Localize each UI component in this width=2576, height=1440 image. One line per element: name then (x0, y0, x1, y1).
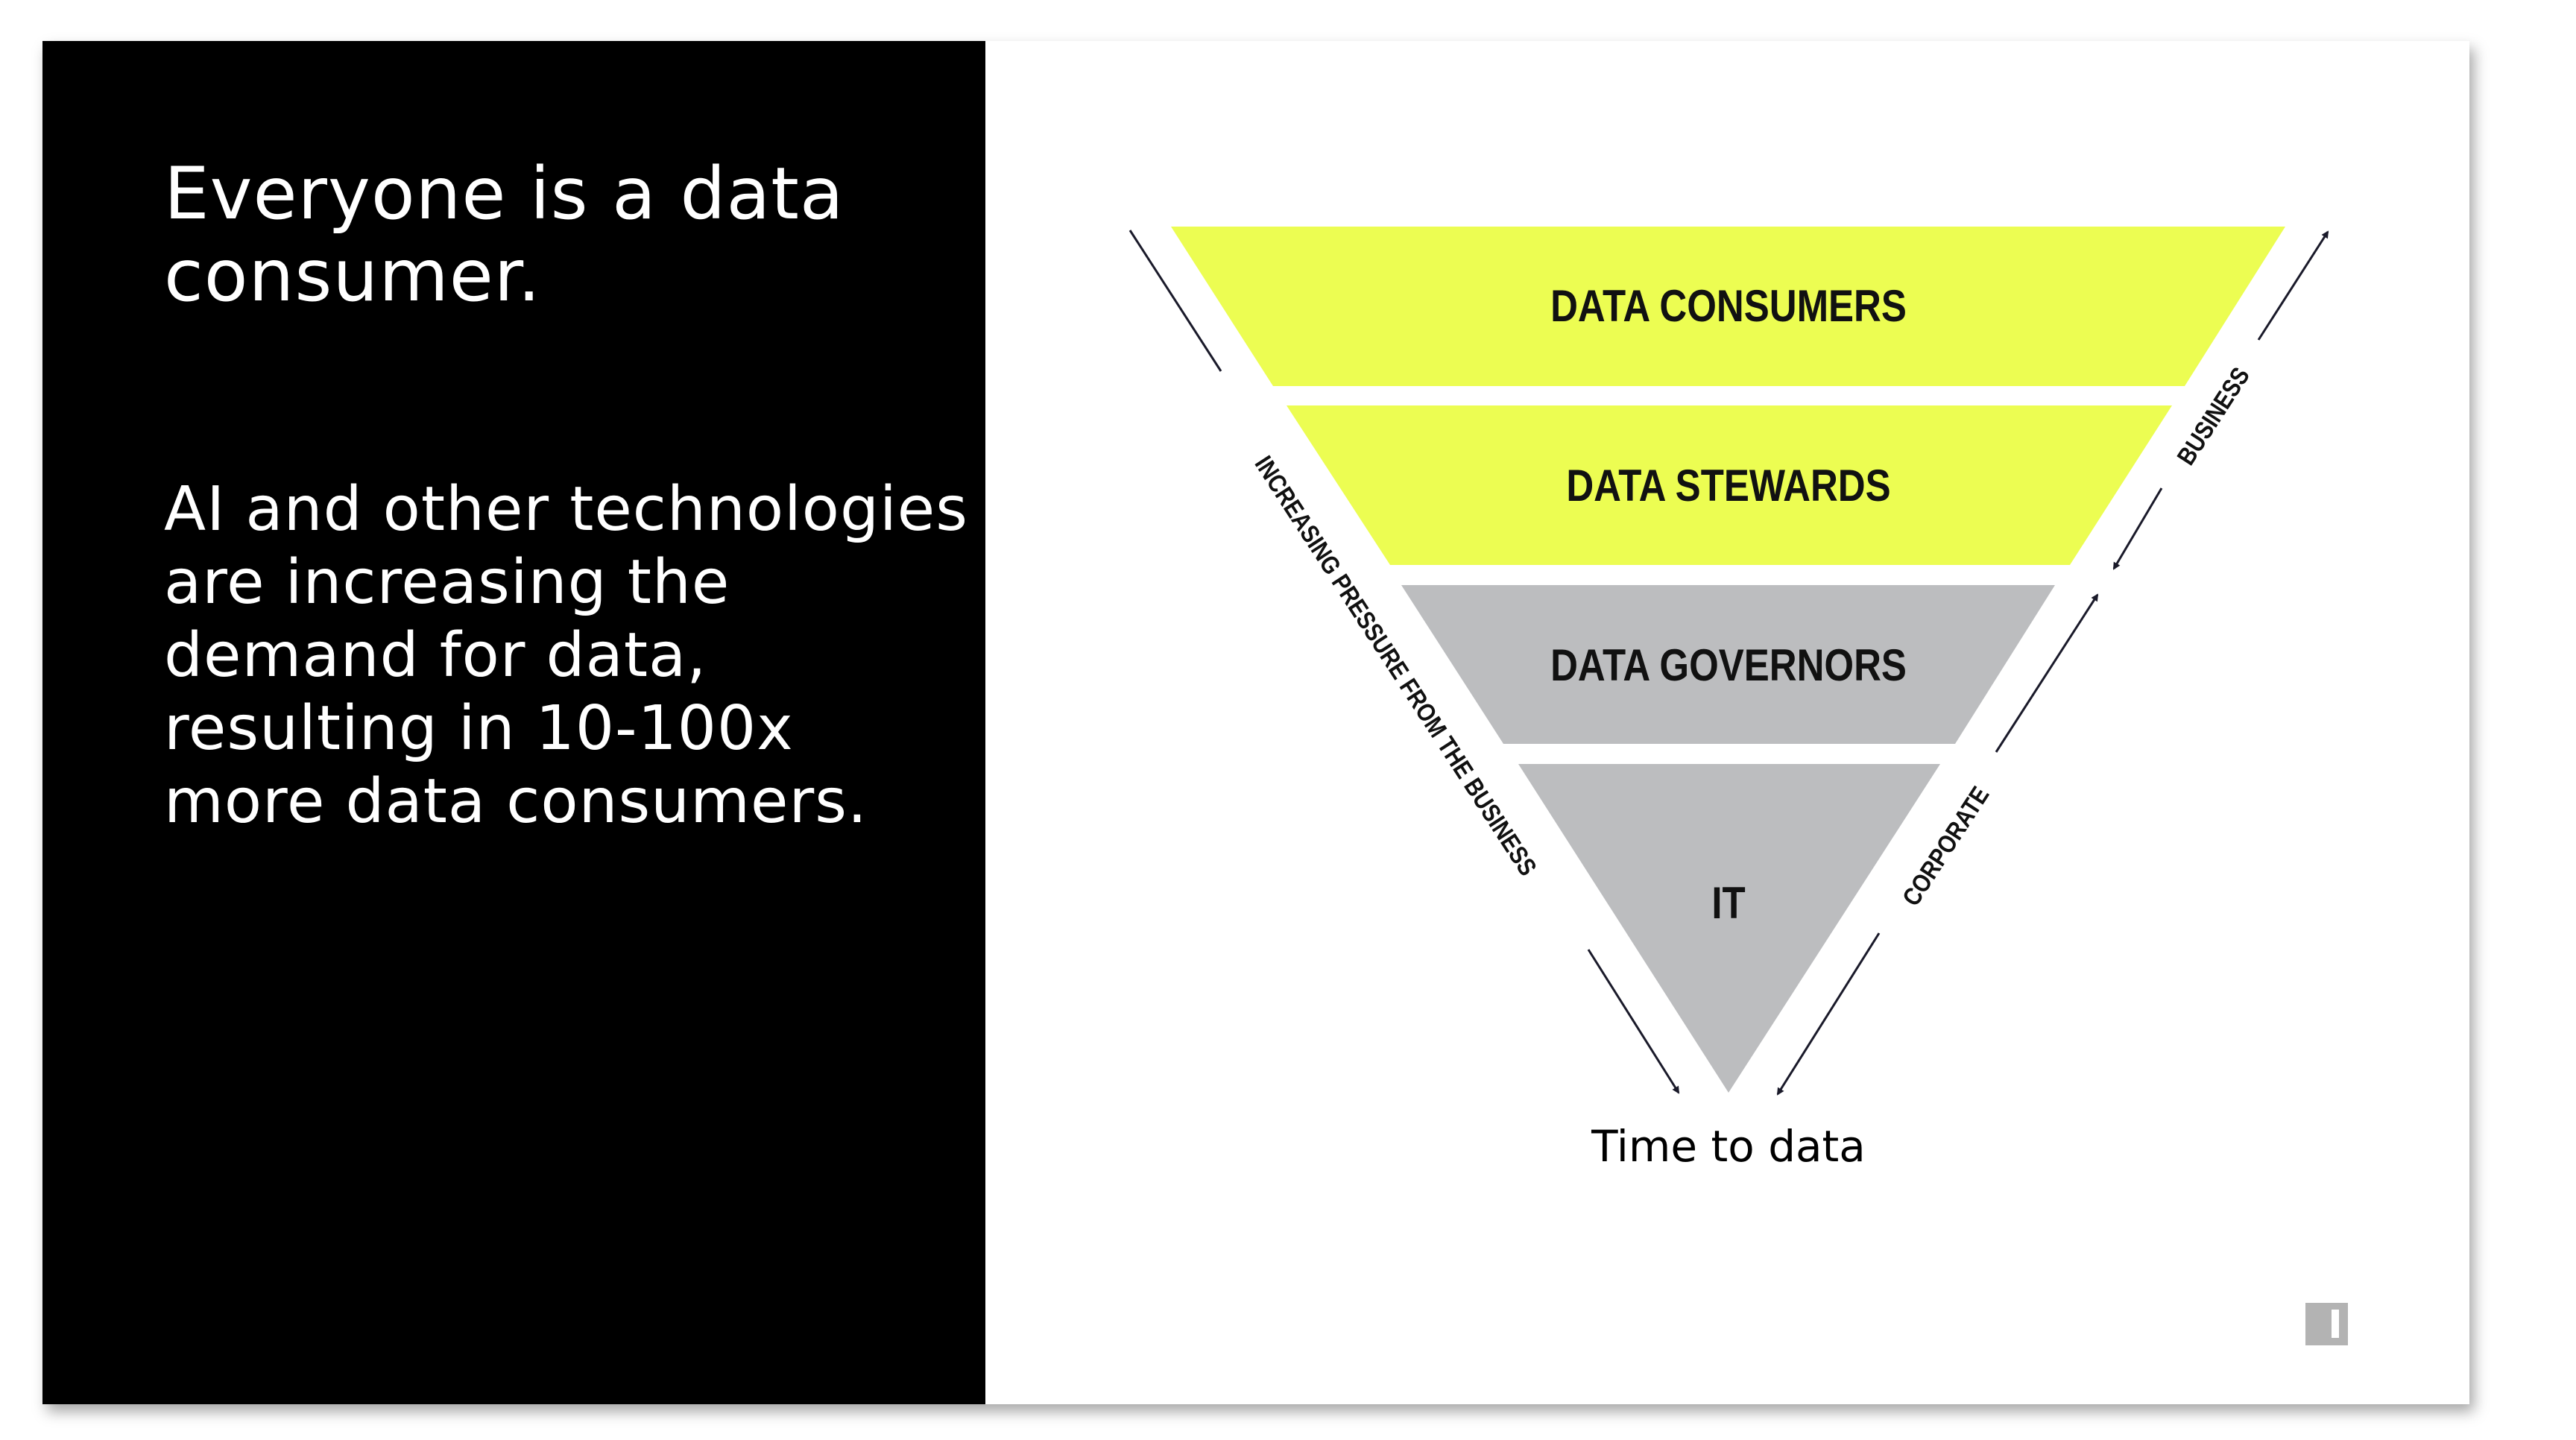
left-line-top (1128, 230, 1222, 372)
corporate-arrow-up-icon (1995, 593, 2099, 753)
slide-body: AI and other technologies are increasing… (164, 474, 968, 837)
slide-title: Everyone is a data consumer. (164, 152, 845, 318)
business-arrow-up-icon (2257, 230, 2329, 341)
layer-label-data-consumers: DATA CONSUMERS (1550, 281, 1907, 331)
corporate-arrow-down-icon (1776, 932, 1881, 1096)
layer-label-it: IT (1711, 878, 1745, 928)
brand-logo-icon (2305, 1303, 2348, 1345)
layer-it (1518, 764, 1940, 1093)
layer-label-data-governors: DATA GOVERNORS (1550, 640, 1907, 690)
layer-data-governors (1401, 585, 2055, 744)
layer-data-stewards (1287, 405, 2172, 565)
layer-data-consumers (1171, 227, 2285, 386)
left-arrow-down-icon (1587, 949, 1680, 1094)
time-to-data-label: Time to data (1591, 1121, 1866, 1172)
left-panel: Everyone is a data consumer. AI and othe… (42, 41, 985, 1404)
business-arrow-down-icon (2112, 487, 2163, 570)
layer-label-data-stewards: DATA STEWARDS (1566, 461, 1890, 511)
